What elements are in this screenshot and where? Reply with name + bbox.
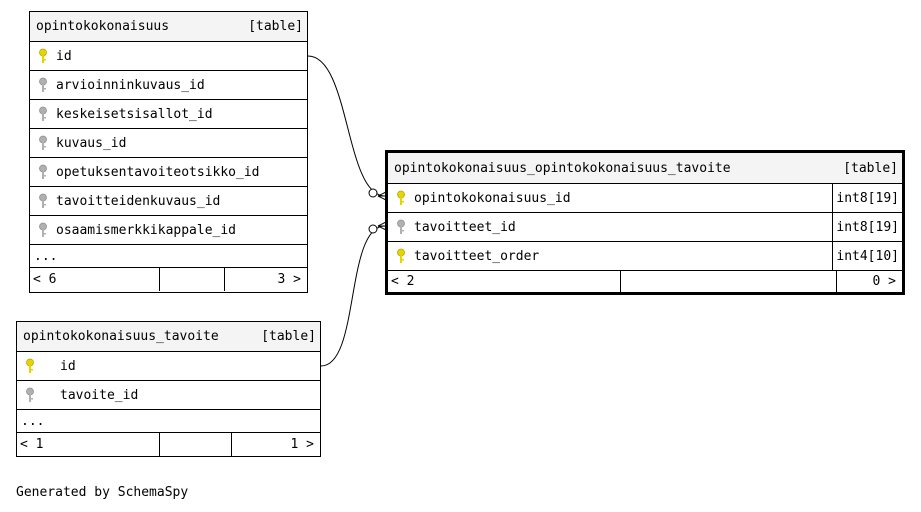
column-row: opetuksentavoiteotsikko_id bbox=[30, 158, 307, 187]
footer-spacer bbox=[160, 433, 232, 456]
parents-count[interactable]: < 1 bbox=[17, 433, 160, 456]
edge-optional-marker-2 bbox=[368, 224, 378, 234]
foreign-key-icon bbox=[36, 164, 50, 180]
column-type: int8[19] bbox=[832, 184, 902, 212]
table-header: opintokokonaisuus_opintokokonaisuus_tavo… bbox=[388, 153, 902, 184]
column-row: opintokokonaisuus_id int8[19] bbox=[388, 184, 902, 213]
primary-key-icon bbox=[394, 248, 408, 264]
primary-key-icon bbox=[23, 358, 37, 374]
column-name: arvioinninkuvaus_id bbox=[56, 77, 205, 93]
column-name: tavoitteidenkuvaus_id bbox=[56, 193, 221, 209]
edge-opintokokonaisuus-tavoite bbox=[320, 225, 386, 367]
crowfoot-2 bbox=[377, 221, 387, 231]
parents-count[interactable]: < 2 bbox=[388, 271, 621, 292]
column-name: tavoite_id bbox=[60, 387, 139, 403]
column-name: opintokokonaisuus_id bbox=[414, 190, 571, 206]
foreign-key-icon bbox=[36, 77, 50, 93]
foreign-key-icon bbox=[36, 222, 50, 238]
footer-spacer bbox=[621, 271, 837, 292]
primary-key-icon bbox=[36, 48, 50, 64]
column-name: id bbox=[60, 358, 76, 374]
column-type: int4[10] bbox=[832, 242, 902, 270]
column-row: tavoitteet_id int8[19] bbox=[388, 213, 902, 242]
table-header: opintokokonaisuus_tavoite [table] bbox=[17, 322, 320, 352]
children-count[interactable]: 1 > bbox=[290, 437, 314, 452]
footer-spacer bbox=[160, 268, 225, 291]
table-footer: < 1 1 > bbox=[17, 433, 320, 456]
foreign-key-icon bbox=[36, 135, 50, 151]
table-footer: < 2 0 > bbox=[388, 271, 902, 292]
column-name: kuvaus_id bbox=[56, 135, 127, 151]
table-footer: < 6 3 > bbox=[30, 268, 307, 291]
column-row: tavoitteet_order int4[10] bbox=[388, 242, 902, 271]
column-type: int8[19] bbox=[832, 213, 902, 241]
column-row: tavoitteidenkuvaus_id bbox=[30, 187, 307, 216]
children-count[interactable]: 3 > bbox=[277, 272, 301, 287]
more-columns: ... bbox=[30, 245, 307, 268]
column-row: arvioinninkuvaus_id bbox=[30, 71, 307, 100]
edge-optional-marker-1 bbox=[368, 188, 378, 198]
foreign-key-icon bbox=[36, 106, 50, 122]
column-row: id bbox=[30, 42, 307, 71]
table-kind: [table] bbox=[248, 19, 303, 34]
table-header: opintokokonaisuus [table] bbox=[30, 12, 307, 42]
column-name: tavoitteet_id bbox=[414, 219, 516, 235]
table-opintokokonaisuus-opintokokonaisuus-tavoite[interactable]: opintokokonaisuus_opintokokonaisuus_tavo… bbox=[385, 150, 905, 295]
table-name: opintokokonaisuus bbox=[36, 19, 170, 34]
column-row: tavoite_id bbox=[17, 381, 320, 410]
foreign-key-icon bbox=[394, 219, 408, 235]
table-name: opintokokonaisuus_tavoite bbox=[23, 329, 219, 344]
column-row: osaamismerkkikappale_id bbox=[30, 216, 307, 245]
table-kind: [table] bbox=[261, 329, 316, 344]
foreign-key-icon bbox=[36, 193, 50, 209]
edge-opintokokonaisuus bbox=[307, 55, 386, 197]
column-row: id bbox=[17, 352, 320, 381]
more-columns: ... bbox=[17, 410, 320, 433]
column-name: id bbox=[56, 48, 72, 64]
column-name: opetuksentavoiteotsikko_id bbox=[56, 164, 260, 180]
primary-key-icon bbox=[394, 190, 408, 206]
table-opintokokonaisuus[interactable]: opintokokonaisuus [table] id arvioinnink… bbox=[29, 11, 308, 293]
table-kind: [table] bbox=[843, 160, 898, 176]
children-count[interactable]: 0 > bbox=[872, 274, 896, 289]
generated-by-credit[interactable]: Generated by SchemaSpy bbox=[16, 485, 189, 500]
column-name: keskeisetsisallot_id bbox=[56, 106, 213, 122]
column-row: keskeisetsisallot_id bbox=[30, 100, 307, 129]
crowfoot-1 bbox=[377, 191, 387, 201]
table-opintokokonaisuus-tavoite[interactable]: opintokokonaisuus_tavoite [table] id tav… bbox=[16, 321, 321, 457]
parents-count[interactable]: < 6 bbox=[30, 268, 160, 291]
column-name: osaamismerkkikappale_id bbox=[56, 222, 237, 238]
table-name: opintokokonaisuus_opintokokonaisuus_tavo… bbox=[394, 160, 731, 176]
foreign-key-icon bbox=[23, 387, 37, 403]
column-row: kuvaus_id bbox=[30, 129, 307, 158]
column-name: tavoitteet_order bbox=[414, 248, 540, 264]
